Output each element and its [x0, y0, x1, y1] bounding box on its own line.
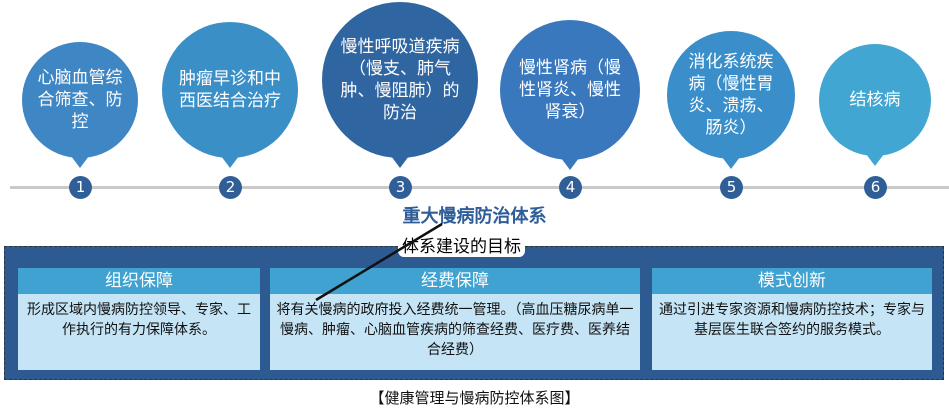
step-number: 6	[864, 176, 887, 199]
panel-body: 形成区域内慢病防控领导、专家、工作执行的有力保障体系。	[18, 294, 260, 370]
disease-bubble: 慢性呼吸道疾病（慢支、肺气肿、慢阻肺）的防治	[322, 2, 478, 158]
bubble-text: 肿瘤早诊和中西医结合治疗	[178, 69, 281, 111]
step-number: 5	[720, 176, 743, 199]
disease-bubble: 心脑血管综合筛查、防控	[22, 42, 138, 158]
bubble-text: 慢性呼吸道疾病（慢支、肺气肿、慢阻肺）的防治	[340, 37, 460, 123]
disease-bubble: 肿瘤早诊和中西医结合治疗	[162, 22, 298, 158]
bubble-text: 结核病	[849, 90, 901, 110]
bubble-text: 心脑血管综合筛查、防控	[37, 68, 123, 132]
caption: 【健康管理与慢病防控体系图】	[369, 389, 580, 407]
step-number: 1	[69, 176, 92, 199]
step-number: 3	[389, 176, 412, 199]
panel-innovation: 模式创新 通过引进专家资源和慢病防控技术；专家与基层医生联合签约的服务模式。	[652, 268, 932, 370]
panel-header: 模式创新	[652, 268, 932, 294]
goals-subtitle: 体系建设的目标	[398, 232, 525, 257]
bubble-text: 慢性肾病（慢性肾炎、慢性肾衰）	[519, 58, 621, 122]
bubble-text: 消化系统疾病（慢性胃炎、溃疡、肠炎）	[688, 52, 774, 138]
disease-bubble: 慢性肾病（慢性肾炎、慢性肾衰）	[500, 20, 640, 160]
disease-bubble: 消化系统疾病（慢性胃炎、溃疡、肠炎）	[667, 31, 795, 159]
panel-body: 将有关慢病的政府投入经费统一管理。（高血压糖尿病单一慢病、肿瘤、心脑血管疾病的筛…	[270, 294, 640, 370]
step-number: 4	[559, 176, 582, 199]
timeline-axis	[10, 186, 949, 189]
disease-bubble: 结核病	[819, 44, 931, 156]
panel-organization: 组织保障 形成区域内慢病防控领导、专家、工作执行的有力保障体系。	[18, 268, 260, 370]
step-number: 2	[219, 176, 242, 199]
panel-header: 组织保障	[18, 268, 260, 294]
diagram-title: 重大慢病防治体系	[402, 206, 547, 227]
panel-body: 通过引进专家资源和慢病防控技术；专家与基层医生联合签约的服务模式。	[652, 294, 932, 370]
